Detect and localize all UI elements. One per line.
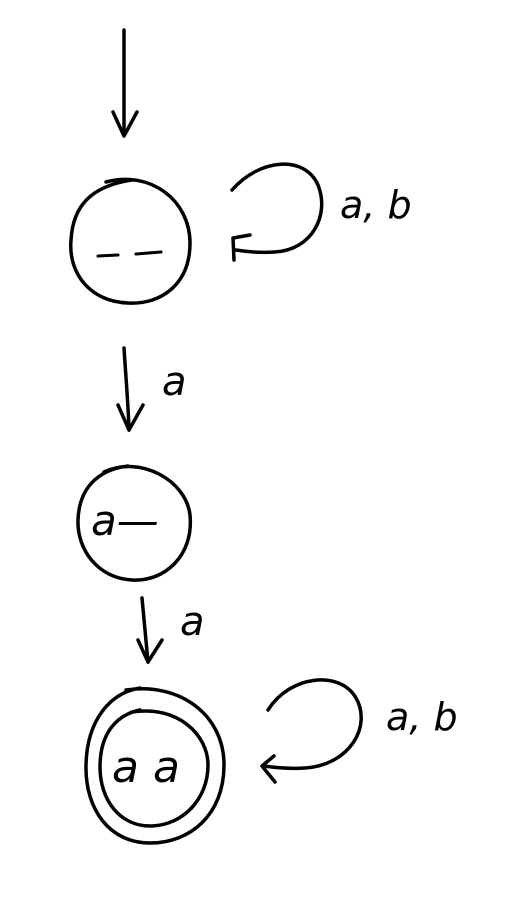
middle-to-final-label: a [180,599,205,645]
middle-state: a— [76,464,193,582]
middle-to-final-arrow [136,596,164,664]
start-state-label [96,250,163,258]
start-to-middle-arrow [116,346,145,432]
middle-state-label: a— [91,496,159,545]
start-state [69,177,192,305]
final-loop-arrow [260,678,363,784]
final-state: a a [84,686,226,845]
start-loop-arrow [230,162,324,262]
final-loop-label: a, b [386,695,458,739]
final-state-label: a a [112,742,180,793]
start-loop-label: a, b [340,183,412,227]
start-to-middle-label: a [162,359,187,405]
initial-arrow [111,28,139,138]
